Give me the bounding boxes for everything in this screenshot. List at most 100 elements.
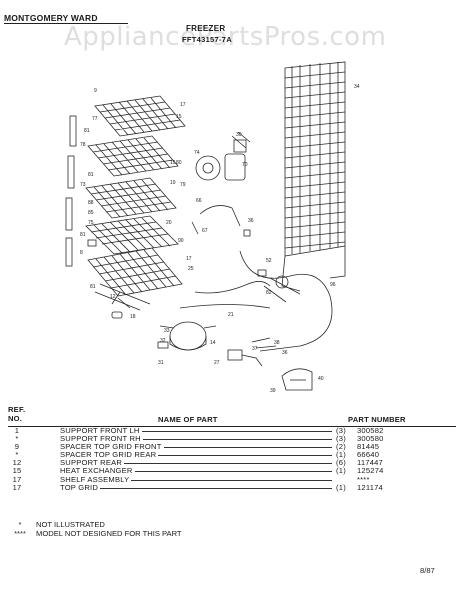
table-row: 17 TOP GRID (1) 121174 [8,482,456,492]
callout: 81 [80,232,86,238]
leader-line [60,439,332,441]
callout: 81 [90,284,96,290]
part-name: TOP GRID [60,482,101,492]
callout: 67 [202,228,208,234]
no-column-label: NO. [8,414,23,423]
fan-assembly [191,131,251,235]
callout: 20 [166,220,172,226]
part-number: 125274 [357,466,384,476]
callout: 32 [160,338,166,344]
brand-label: MONTGOMERY WARD [4,13,128,24]
header-divider [8,426,456,427]
part-name: SUPPORT FRONT LH [60,426,142,436]
ref-number: 17 [12,482,22,492]
callout: 36 [282,350,288,356]
footnote-symbol: **** [14,529,26,538]
ref-number: * [15,450,19,460]
leader-line [60,471,332,473]
table-row: 12 SUPPORT REAR (6) 117447 [8,458,456,468]
watermark: AppliancePartsPros.com [64,22,387,52]
quantity: (1) [336,450,346,460]
exploded-parts-diagram: 9 17 15 81 77 78 15 81 19 73 88 30 74 80… [65,61,360,394]
leader-line [60,479,332,481]
callout: 70 [242,162,248,168]
ref-number: 12 [12,458,22,468]
part-number: 121174 [357,482,383,492]
callout: 52 [266,258,272,264]
part-name: SPACER TOP GRID FRONT [60,442,164,452]
table-row: 9 SPACER TOP GRID FRONT (2) 81445 [8,442,456,452]
callout: 80 [176,160,182,166]
ref-number: 1 [14,426,20,435]
callout: 73 [80,182,86,188]
quantity: (6) [336,458,346,468]
ref-number: 17 [12,474,22,484]
callout: 33 [164,328,170,334]
shelf-grids [85,95,186,311]
compressor [157,321,217,351]
part-name: SHELF ASSEMBLY [60,474,132,484]
callout: 81 [84,128,90,134]
callout-labels: 9 17 15 81 77 78 15 81 19 73 88 30 74 80… [80,84,360,394]
callout: 21 [228,312,234,318]
part-name: SPACER TOP GRID REAR [60,450,159,460]
small-clips [87,229,267,319]
shelf-3 [85,177,177,219]
leader-line [60,463,332,465]
callout: 37 [252,346,258,352]
callout: 27 [214,360,220,366]
part-number: 81445 [357,442,380,452]
part-name: HEAT EXCHANGER [60,466,135,476]
quantity: (1) [336,482,346,492]
table-row: 1 SUPPORT FRONT LH (3) 300582 [8,426,456,436]
callout: 8 [80,250,83,256]
footnote-text: NOT ILLUSTRATED [36,520,105,529]
relay [227,337,277,367]
date-code: 8/87 [420,566,435,575]
callout: 25 [188,266,194,272]
callout: 15 [170,160,176,166]
callout: 34 [354,84,360,90]
parts-table: REF. NO. NAME OF PART PART NUMBER 1 SUPP… [8,405,456,492]
tubing [179,250,333,352]
callout: 30 [236,132,242,138]
callout: 9 [94,88,97,94]
callout: 39 [270,388,276,394]
quantity: (1) [336,466,346,476]
table-row: 17 SHELF ASSEMBLY **** [8,474,456,484]
shelf-2 [87,135,179,177]
footnote-text: MODEL NOT DESIGNED FOR THIS PART [36,529,182,538]
callout: 77 [92,116,98,122]
part-number: 117447 [357,458,383,468]
callout: 19 [170,180,176,186]
model-number: FFT43157-7A [182,35,232,44]
support-strips [65,115,77,267]
condenser-coil [281,61,346,292]
callout: 96 [330,282,336,288]
leader-line [60,447,332,449]
leader-line [60,455,332,457]
part-name: SUPPORT REAR [60,458,125,468]
callout: 66 [196,198,202,204]
callout: 88 [88,200,94,206]
quantity: (3) [336,434,346,444]
page-title: FREEZER [186,24,226,33]
callout: 74 [194,150,200,156]
shelf-1 [94,95,186,137]
callout: 82 [266,290,272,296]
callout: 14 [210,340,216,346]
callout: 40 [318,376,324,382]
callout: 78 [80,142,86,148]
part-number: 66640 [357,450,380,460]
part-number: 300582 [357,426,384,435]
callout: 81 [88,172,94,178]
callout: 38 [274,340,280,346]
callout: 31 [158,360,164,366]
table-row: * SUPPORT FRONT RH (3) 300580 [8,434,456,444]
leader-line [60,431,332,432]
quantity: (2) [336,442,346,452]
parts-table-header: REF. NO. NAME OF PART PART NUMBER [8,405,456,427]
callout: 90 [178,238,184,244]
shelf-5 [87,247,183,297]
callout: 17 [180,102,186,108]
